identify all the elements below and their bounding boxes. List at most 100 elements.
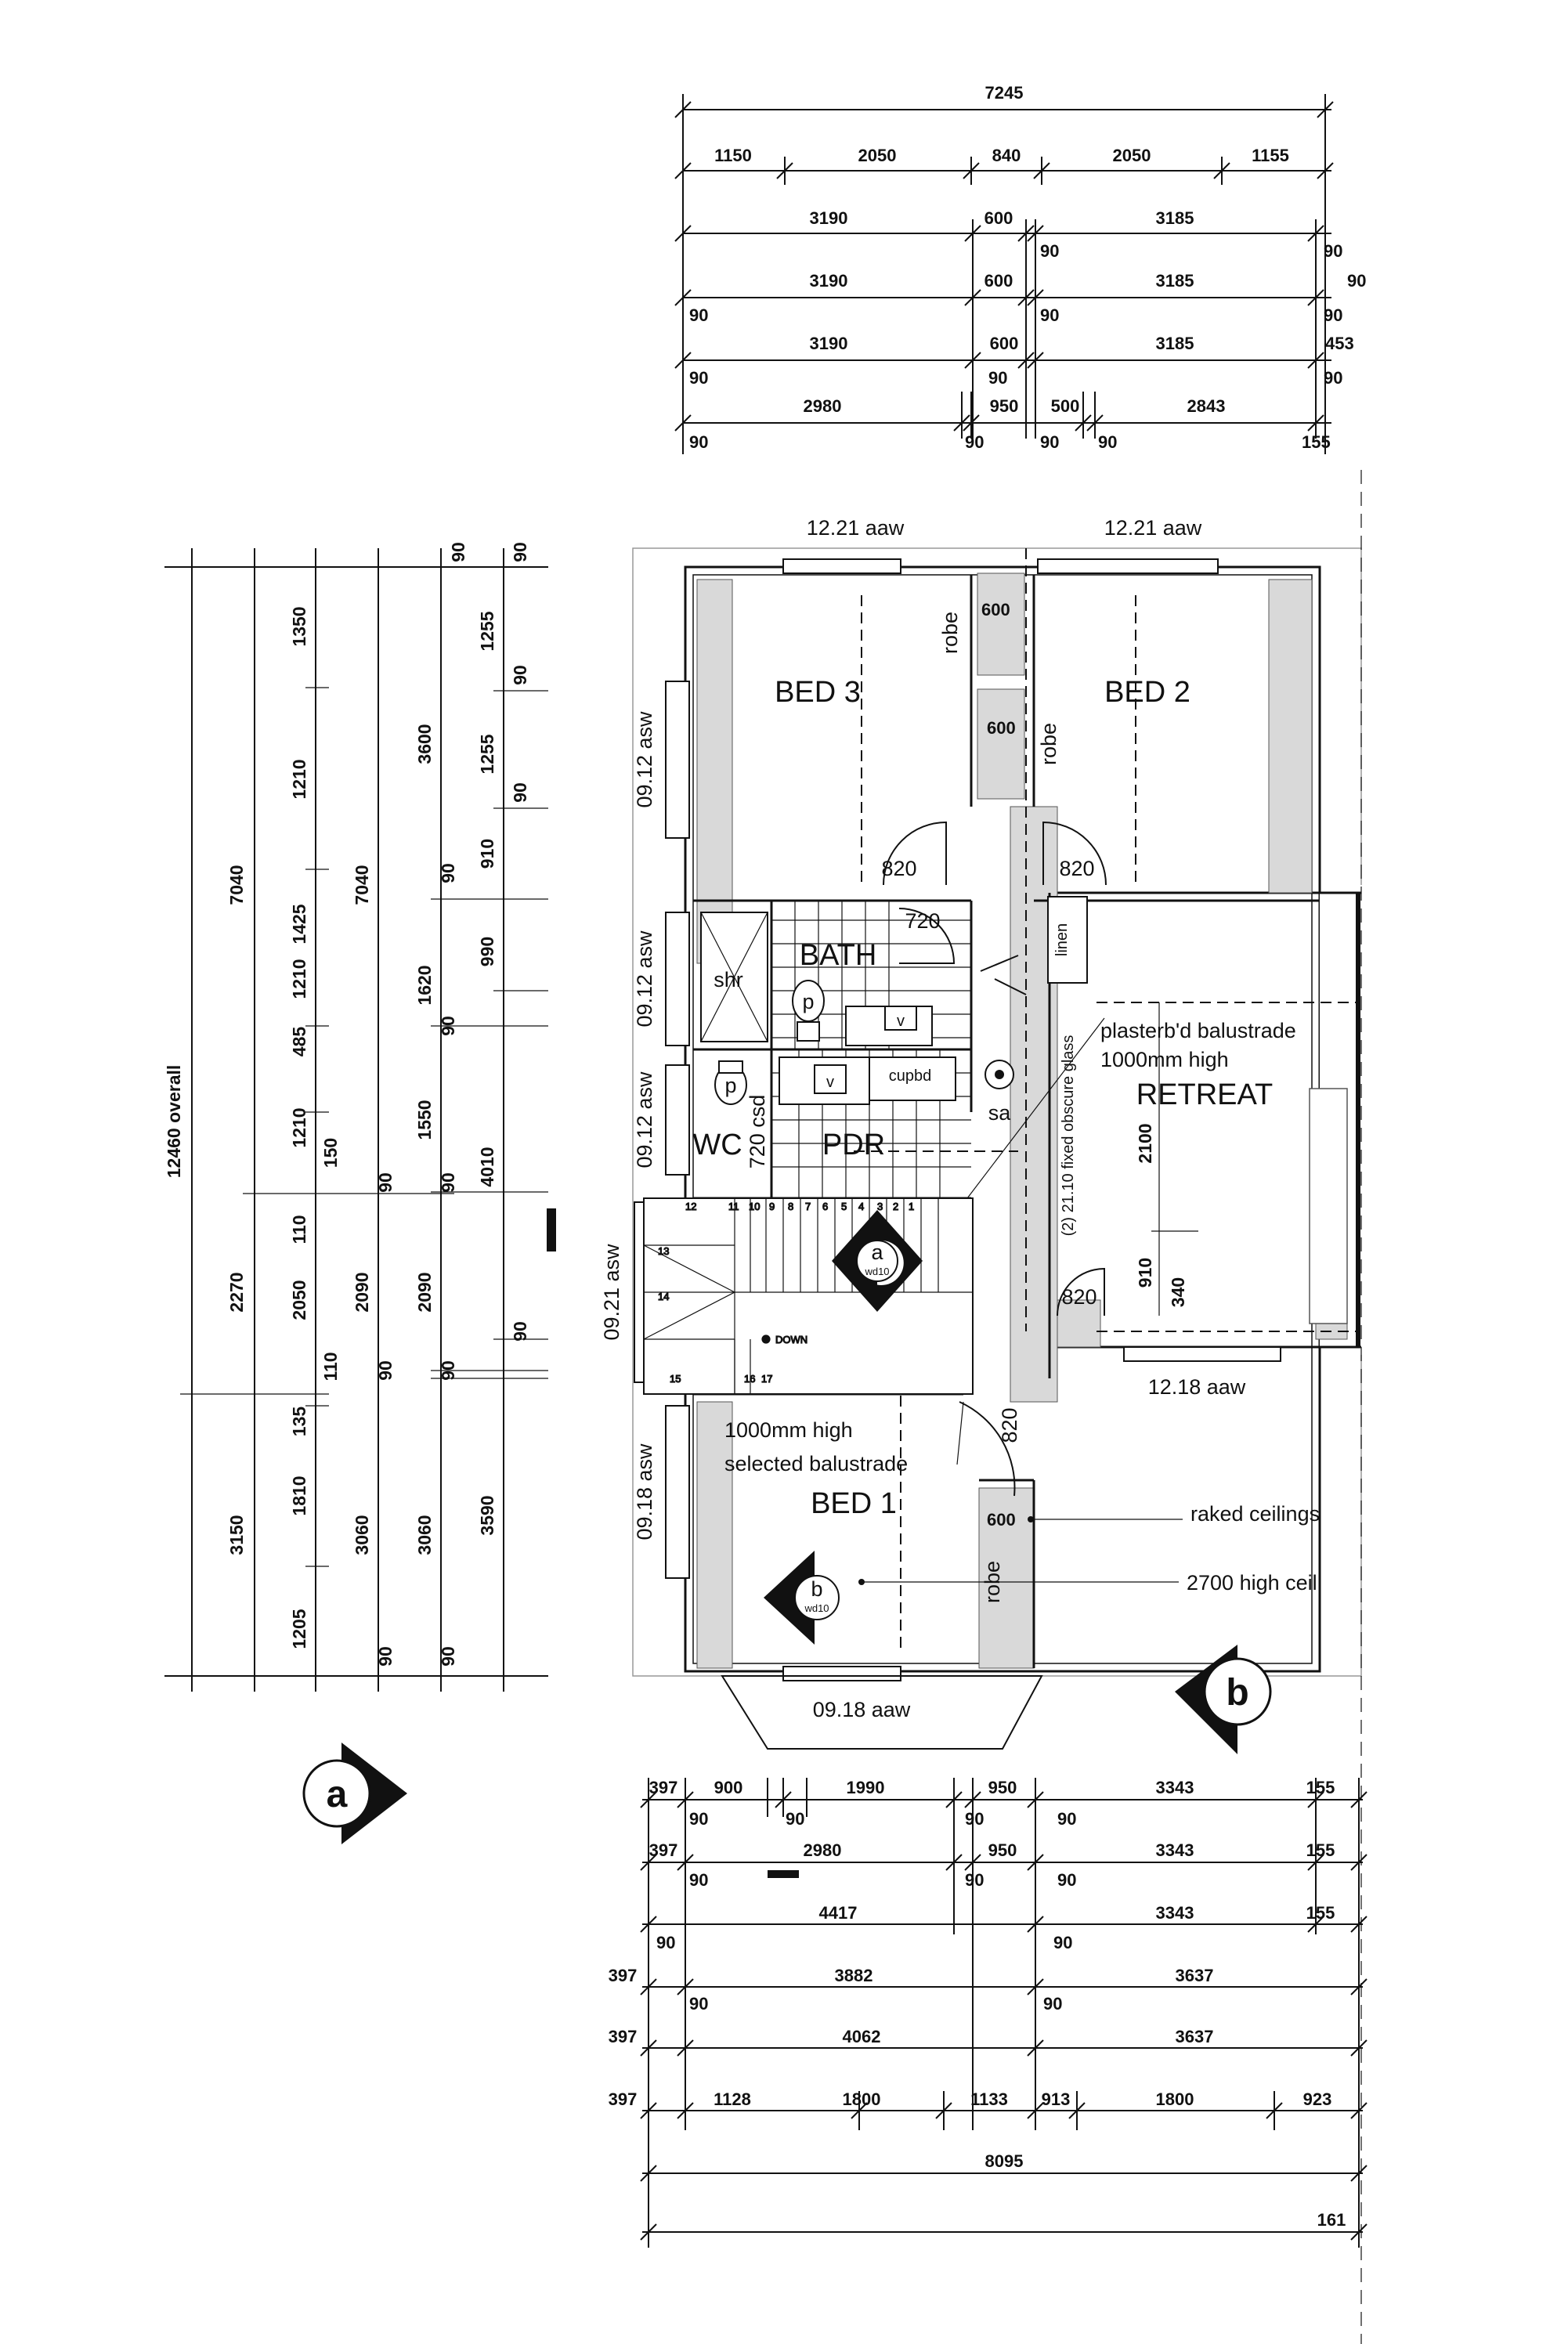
svg-text:p: p [724,1074,736,1097]
dim-left-d4: 90 [438,1172,458,1193]
dim-r5-4: 950 [990,396,1019,416]
dim-left-e1: 90 [448,542,468,562]
dim-r5-1: 90 [689,368,708,388]
dim-bottom: 1990 [847,1778,885,1797]
linen-label: linen [1053,923,1071,956]
dim-bottom: 4417 [819,1903,858,1923]
window-label: 09.18 aaw [813,1698,911,1721]
dim-r4-4: 90 [1040,305,1059,325]
dim-left-d3: 1550 [414,1100,435,1139]
balustrade-height: 1000mm high [1100,1048,1229,1071]
dim-left-e7: 990 [477,937,497,966]
dim-left-b7: 150 [320,1138,341,1168]
stair-num: 1 [909,1201,914,1212]
stair-num: 14 [658,1291,669,1302]
stair-num: 10 [749,1201,760,1212]
top-dimensions: 7245 1150 2050 840 2050 1155 3190 600 31… [674,83,1366,454]
robe-width: 600 [981,600,1010,619]
dim-left-d1: 3600 [414,724,435,764]
dim-bottom: 950 [988,1840,1017,1860]
dim-bottom: 1800 [1156,2089,1194,2109]
stair-num: 11 [728,1201,739,1212]
dim-left-e10: 3590 [477,1495,497,1535]
window-label: 09.12 asw [633,930,656,1028]
dim-r6-3: 90 [1040,432,1059,452]
dim-r4-2: 3190 [810,334,848,353]
robe-label: robe [1037,723,1060,765]
stair-num: 2 [893,1201,898,1212]
ceiling-height-note: 2700 high ceil [1187,1571,1317,1595]
dim-left-d6: 90 [438,1360,458,1381]
window-label: 12.18 aaw [1148,1375,1246,1399]
dim-r2-1: 3190 [810,208,848,228]
stair-num: 15 [670,1373,681,1385]
stair-num: 12 [685,1201,696,1212]
dim-bottom: 397 [609,1966,638,1985]
door-width: 820 [998,1407,1021,1443]
fixtures: p v p v [700,896,1348,1324]
dim-left-e8: 4010 [477,1147,497,1186]
dim-r4-7: 453 [1325,334,1354,353]
section-marker-a-plan: a wd10 [832,1210,923,1312]
dim-top-2: 2050 [858,146,897,165]
dim-r4-6: 90 [1324,305,1342,325]
section-b-letter: b [811,1577,822,1601]
dim-left-b13: 1205 [289,1609,309,1649]
svg-text:v: v [826,1074,834,1091]
dim-left-b1: 1350 [289,606,309,646]
dim-left-b8: 110 [289,1215,309,1244]
room-bed3: BED 3 [775,676,861,709]
marker-b-large: b [1175,1645,1272,1754]
room-wc: WC [692,1129,742,1161]
shower-label: shr [714,968,743,991]
dim-r3-4: 90 [1347,271,1366,291]
dim-bottom: 397 [649,1840,678,1860]
section-marker-b-plan: b wd10 [764,1551,840,1645]
dim-left-a2: 2270 [226,1272,247,1312]
dim-bottom: 90 [1043,1994,1062,2014]
dim-r4-1: 90 [689,305,708,325]
dim-bottom: 90 [689,1870,708,1890]
section-b-ref: wd10 [804,1602,829,1614]
dim-bottom: 923 [1303,2089,1332,2109]
robe-width: 600 [987,718,1016,738]
dim-left-e2: 1255 [477,611,497,651]
dim-top-1: 1150 [714,146,752,165]
dim-left-e6: 910 [477,839,497,869]
dim-r4-3: 600 [990,334,1019,353]
retreat-dim: 2100 [1135,1123,1155,1163]
balustrade-note: plasterb'd balustrade [1100,1019,1296,1042]
dim-left-e5: 90 [510,782,530,803]
dim-r2-3: 3185 [1156,208,1194,228]
dim-r6-4: 90 [1098,432,1117,452]
windows [634,558,1281,1681]
robe-width: 600 [987,1510,1016,1530]
door-width: 720 [905,909,940,933]
section-a-ref: wd10 [864,1266,889,1277]
dim-r3-2: 600 [985,271,1013,291]
bed1-balustrade-note: selected balustrade [724,1452,908,1475]
dim-top-overall: 7245 [985,83,1024,103]
window-label: 09.21 asw [600,1244,623,1341]
dim-r3-3: 3185 [1156,271,1194,291]
dim-bottom: 3882 [835,1966,873,1985]
dim-bottom: 155 [1306,1840,1335,1860]
room-bed1: BED 1 [811,1487,897,1520]
fixed-glass-note: (2) 21.10 fixed obscure glass [1060,1035,1077,1237]
dim-r5-3: 90 [988,368,1007,388]
left-dimensions: 12460 overall 7040 2270 3150 1350 1210 1… [164,542,548,1692]
dim-left-d10: 90 [438,1016,458,1036]
room-pdr: PDR [822,1129,885,1161]
dim-left-b5: 485 [289,1027,309,1057]
dim-bottom: 90 [1057,1870,1076,1890]
door-width: 820 [1061,1285,1097,1309]
dim-bottom: 3343 [1156,1778,1194,1797]
stair-num: 16 [744,1373,755,1385]
bed1-balustrade-note: 1000mm high [724,1418,853,1442]
dim-bottom: 90 [965,1870,984,1890]
dim-left-c5: 3060 [352,1515,372,1555]
marker-b-letter: b [1226,1672,1248,1714]
dim-left-e9: 90 [510,1321,530,1342]
stair-num: 5 [841,1201,847,1212]
stair-num: 3 [877,1201,883,1212]
